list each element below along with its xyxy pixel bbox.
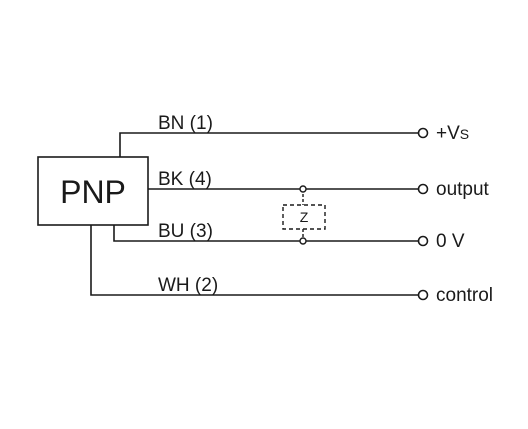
terminal-bk <box>417 183 429 195</box>
terminal-bn-subscript: S <box>460 126 469 142</box>
wire-bk-label: BK (4) <box>158 169 212 190</box>
terminal-bn-label: +VS <box>436 123 469 144</box>
junction-output <box>299 185 307 193</box>
terminal-bu-label: 0 V <box>436 231 465 252</box>
terminal-wh-label: control <box>436 285 493 306</box>
load-z-box <box>282 204 326 230</box>
terminal-bn <box>417 127 429 139</box>
wire-bu-label: BU (3) <box>158 221 213 242</box>
terminal-wh <box>417 289 429 301</box>
wire-bn <box>119 132 418 157</box>
wire-bn-label: BN (1) <box>158 113 213 134</box>
sensor-type-label: PNP <box>60 174 126 210</box>
terminal-bu <box>417 235 429 247</box>
load-z-label: Z <box>300 209 309 225</box>
junction-0v <box>299 237 307 245</box>
terminal-bk-label: output <box>436 179 490 200</box>
sensor-block <box>37 156 149 226</box>
wire-bu <box>113 225 418 242</box>
wire-wh <box>90 225 418 296</box>
wire-wh-label: WH (2) <box>158 275 218 296</box>
